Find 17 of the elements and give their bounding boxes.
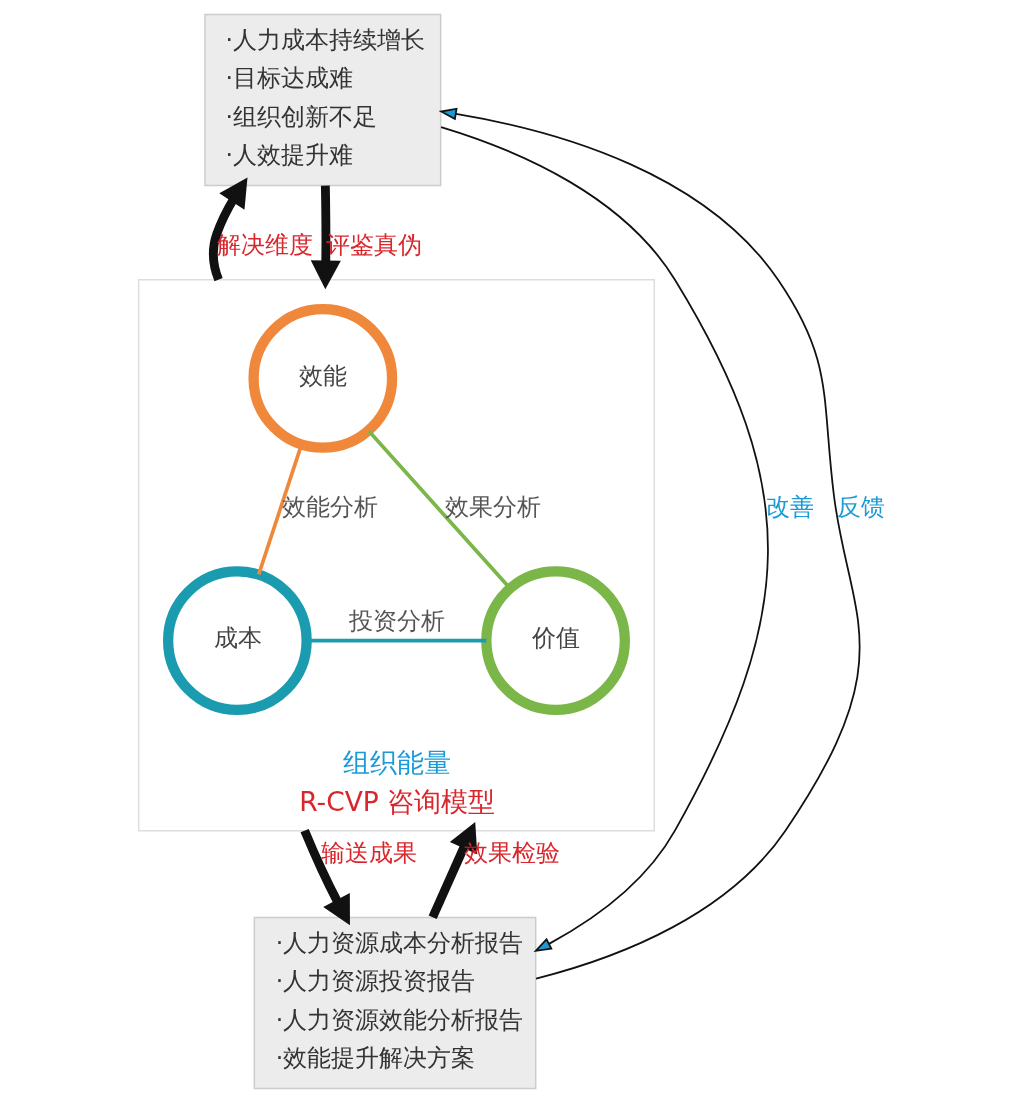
arrow [208, 177, 247, 282]
edge-label: 效果检验 [463, 839, 560, 868]
edge-label: 反馈 [836, 493, 885, 522]
edge-label: 投资分析 [348, 606, 445, 635]
edge-label: 输送成果 [320, 839, 417, 868]
edge-label: 效果分析 [444, 493, 541, 522]
edge-label: 改善 [765, 493, 814, 522]
edge-label: 效能分析 [281, 493, 378, 522]
node-circle: 效能 [247, 304, 397, 453]
arrow [438, 107, 861, 980]
arrow [300, 828, 350, 926]
node-box: ·人力资源成本分析报告 ·人力资源投资报告 ·人力资源效能分析报告 ·效能提升解决方案 [253, 916, 536, 1090]
arrow [428, 822, 477, 920]
node-circle: 成本 [162, 566, 312, 716]
node-box: ·人力成本持续增长 ·目标达成难 ·组织创新不足 ·人效提升难 [203, 13, 441, 187]
arrow [439, 126, 769, 952]
node-circle: 价值 [480, 566, 630, 716]
